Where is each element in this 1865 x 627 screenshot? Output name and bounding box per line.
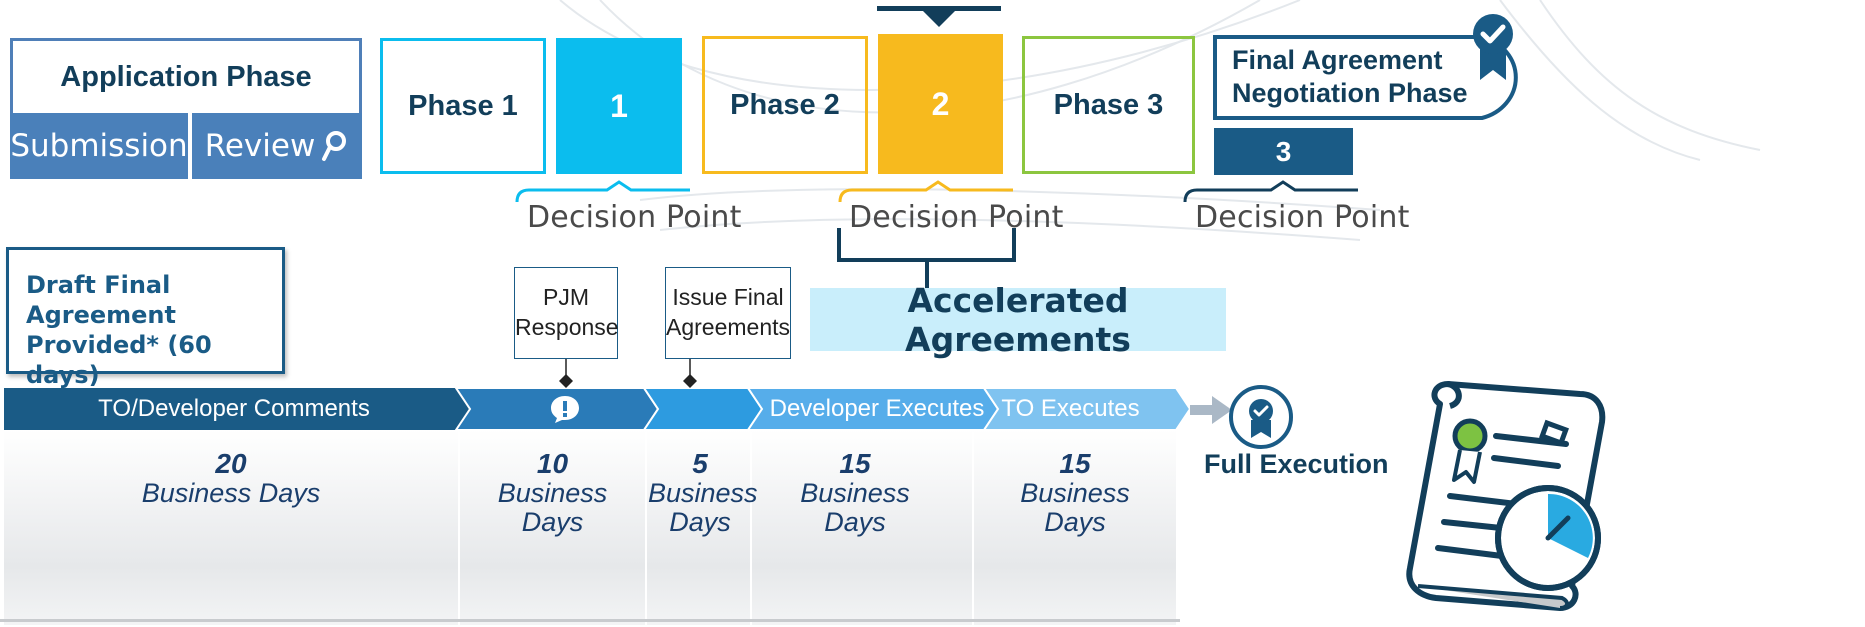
timeline-divider-4 <box>972 432 974 627</box>
days-developer-unit2: Days <box>824 507 886 537</box>
info-bubble-icon <box>551 396 579 423</box>
review-label: Review <box>204 128 316 164</box>
issue-line1: Issue Final <box>672 284 784 310</box>
phase-1-number: 1 <box>610 87 628 124</box>
pjm-line1: PJM <box>543 284 589 310</box>
days-issue-unit2: Days <box>669 507 731 537</box>
draft-line2: Agreement <box>26 301 176 329</box>
segment-comments <box>4 388 470 430</box>
phase-3-number: 3 <box>1275 135 1292 167</box>
segment-to-label: TO Executes <box>1001 395 1140 422</box>
days-developer: 15 Business Days <box>770 449 940 537</box>
draft-final-agreement-box: Draft Final Agreement Provided* (60 days… <box>6 247 285 389</box>
days-pjm: 10 Business Days <box>470 449 635 537</box>
days-comments-count: 20 <box>215 448 247 479</box>
segment-developer-label: Developer Executes <box>769 395 985 422</box>
decision-bracket-1 <box>515 180 690 203</box>
days-issue: 5 Business Days <box>648 448 758 537</box>
draft-line3: Provided* (60 days) <box>26 331 212 389</box>
full-execution-label: Full Execution <box>1204 449 1389 479</box>
days-pjm-count: 10 <box>536 448 569 479</box>
phase-3-label: Phase 3 <box>1053 88 1164 121</box>
phase-2-pointer-bar <box>877 6 1001 11</box>
application-phase-title: Application Phase <box>60 60 312 93</box>
phase-2-number: 2 <box>931 85 950 122</box>
bottom-shadow-line <box>0 619 1180 622</box>
draft-line1: Draft Final <box>26 271 171 299</box>
timeline-divider-1 <box>458 432 460 627</box>
phase-2-pointer-arrow <box>922 10 956 27</box>
decision-point-1-label: Decision Point <box>527 200 742 235</box>
pjm-callout-connector <box>559 359 573 388</box>
phase-3-box: Phase 3 <box>1022 36 1195 174</box>
days-comments: 20 Business Days <box>100 449 362 508</box>
pjm-response-callout: PJM Response <box>514 267 619 359</box>
days-issue-count: 5 <box>692 448 708 479</box>
final-negotiation-line1: Final Agreement <box>1232 45 1443 75</box>
issue-final-agreements-callout: Issue Final Agreements <box>665 267 791 359</box>
days-pjm-unit1: Business <box>497 478 608 508</box>
issue-line2: Agreements <box>666 314 791 340</box>
phase-1-box: Phase 1 <box>380 38 546 174</box>
days-to-unit2: Days <box>1044 507 1106 537</box>
accelerated-agreements-label: Accelerated Agreements <box>905 280 1131 359</box>
decision-bracket-3 <box>1183 180 1358 203</box>
days-to-count: 15 <box>1059 448 1091 479</box>
review-step: Review <box>192 113 362 179</box>
pjm-line2: Response <box>515 314 619 340</box>
search-icon <box>322 131 347 161</box>
decision-bracket-2 <box>838 180 1013 203</box>
phase-2-label: Phase 2 <box>730 88 840 121</box>
segment-issue <box>642 388 764 431</box>
decision-point-2-label: Decision Point <box>849 200 1064 235</box>
phase-2-number-box: 2 <box>878 34 1003 174</box>
timeline-arrows <box>4 388 1192 431</box>
final-negotiation-line2: Negotiation Phase <box>1232 78 1468 108</box>
phase-3-number-box: 3 <box>1214 128 1353 175</box>
award-badge-icon <box>1229 385 1293 449</box>
days-developer-unit1: Business <box>800 478 910 508</box>
step-divider <box>188 113 192 179</box>
segment-to <box>982 388 1192 431</box>
final-arrow <box>1190 396 1232 424</box>
application-phase-box: Application Phase Submission Review <box>10 38 362 179</box>
phase-1-number-box: 1 <box>556 38 682 174</box>
days-developer-count: 15 <box>839 448 871 479</box>
application-phase-steps: Submission Review <box>10 113 362 179</box>
contract-stopwatch-icon <box>1406 381 1606 611</box>
issue-callout-connector <box>683 359 697 388</box>
days-to-unit1: Business <box>1020 478 1130 508</box>
timeline-divider-2 <box>645 432 647 627</box>
submission-step: Submission <box>10 128 188 164</box>
timeline-days-band <box>4 430 1176 625</box>
checkmark-ribbon-icon <box>1473 14 1513 80</box>
accelerated-connector <box>837 228 1016 290</box>
days-pjm-unit2: Days <box>521 507 584 537</box>
phase-2-box: Phase 2 <box>702 36 868 174</box>
timeline-divider-3 <box>750 432 752 627</box>
final-negotiation-title: Final Agreement Negotiation Phase <box>1232 44 1472 110</box>
days-to: 15 Business Days <box>990 449 1160 537</box>
segment-comments-label: TO/Developer Comments <box>98 395 370 422</box>
days-issue-unit1: Business <box>648 478 758 508</box>
decision-point-3-label: Decision Point <box>1195 200 1410 235</box>
phase-1-label: Phase 1 <box>408 89 518 122</box>
days-comments-unit: Business Days <box>141 478 321 508</box>
accelerated-agreements-box: Accelerated Agreements <box>810 281 1226 359</box>
